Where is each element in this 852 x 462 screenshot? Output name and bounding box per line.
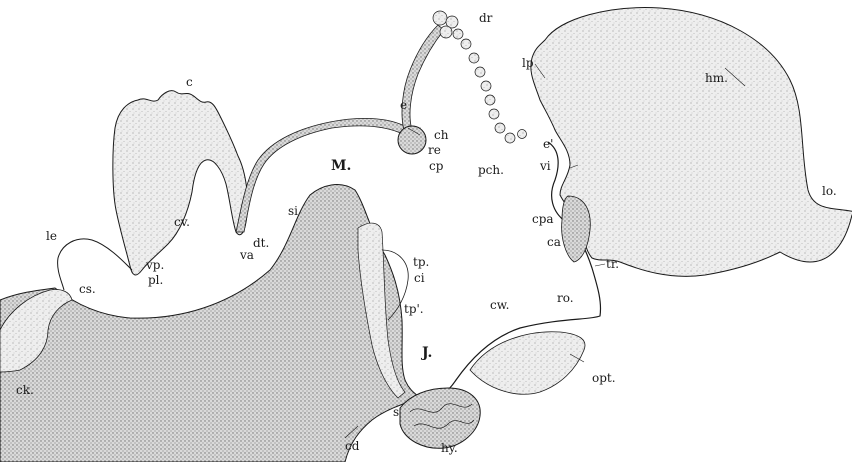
label-ca: ca bbox=[547, 236, 561, 248]
gland-dr-cluster bbox=[433, 11, 527, 143]
label-tp-prime: tp'. bbox=[404, 303, 424, 315]
label-lo: lo. bbox=[822, 185, 837, 197]
label-e: e bbox=[400, 99, 407, 111]
hy-region bbox=[400, 388, 480, 448]
tube-e bbox=[402, 25, 444, 130]
label-dt: dt. bbox=[253, 237, 269, 249]
epithelial-convolution bbox=[113, 91, 248, 275]
label-cs: cs. bbox=[79, 283, 96, 295]
label-M: M. bbox=[331, 159, 351, 173]
label-c: c bbox=[186, 76, 193, 88]
label-cpa: cpa bbox=[532, 213, 554, 225]
label-hy: hy. bbox=[441, 442, 458, 454]
opt-region bbox=[470, 332, 585, 394]
label-cd: cd bbox=[345, 440, 359, 452]
label-tp: tp. bbox=[413, 256, 429, 268]
label-cv: cv. bbox=[174, 216, 190, 228]
label-e-prime: e' bbox=[543, 138, 553, 150]
label-ck: ck. bbox=[16, 384, 34, 396]
label-si: si bbox=[288, 205, 298, 217]
label-vp: vp. bbox=[146, 259, 164, 271]
label-opt: opt. bbox=[592, 372, 616, 384]
basal-mass-region bbox=[0, 185, 420, 462]
label-le: le bbox=[46, 230, 57, 242]
label-va: va bbox=[240, 249, 254, 261]
label-pl: pl. bbox=[148, 274, 163, 286]
label-pch: pch. bbox=[478, 164, 504, 176]
label-hm: hm. bbox=[705, 72, 728, 84]
label-dr: dr bbox=[479, 12, 492, 24]
label-vi: vi bbox=[540, 160, 551, 172]
label-tr: tr. bbox=[606, 258, 619, 270]
label-lp: lp bbox=[522, 57, 534, 69]
label-ch: ch bbox=[434, 129, 448, 141]
label-re: re bbox=[428, 144, 441, 156]
label-s: s bbox=[393, 406, 399, 418]
label-ro: ro. bbox=[557, 292, 574, 304]
label-cw: cw. bbox=[490, 299, 509, 311]
label-cp: cp bbox=[429, 160, 443, 172]
label-J: J. bbox=[422, 346, 432, 360]
label-ci: ci bbox=[414, 272, 425, 284]
